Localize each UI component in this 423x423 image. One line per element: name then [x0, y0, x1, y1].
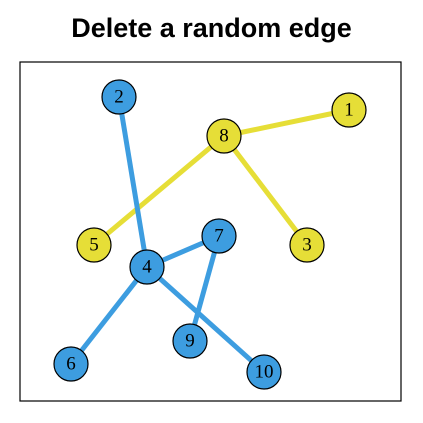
- node-label-7: 7: [214, 225, 224, 246]
- edge-7-9: [187, 235, 222, 342]
- node-label-1: 1: [344, 99, 354, 120]
- node-circle-3: [289, 227, 325, 263]
- edge-8-5: [92, 134, 226, 247]
- node-label-2: 2: [114, 86, 124, 107]
- node-1: 1: [331, 92, 367, 128]
- node-label-5: 5: [89, 234, 99, 255]
- diagram-title: Delete a random edge: [71, 13, 352, 43]
- node-circle-8: [206, 118, 242, 154]
- node-8: 8: [206, 118, 242, 154]
- node-6: 6: [53, 346, 89, 382]
- node-4: 4: [129, 249, 165, 285]
- edge-2-4: [116, 96, 150, 268]
- node-9: 9: [172, 323, 208, 359]
- node-10: 10: [246, 354, 282, 390]
- edge-8-1: [223, 107, 350, 139]
- node-label-10: 10: [255, 361, 274, 382]
- node-circle-2: [101, 79, 137, 115]
- nodes-layer: 1 2 3 4 5 6 7 8 9 10: [53, 79, 367, 390]
- node-7: 7: [201, 218, 237, 254]
- node-circle-6: [53, 346, 89, 382]
- edge-4-10: [145, 265, 266, 374]
- node-circle-1: [331, 92, 367, 128]
- node-label-4: 4: [142, 256, 152, 277]
- node-5: 5: [76, 227, 112, 263]
- edge-8-3: [222, 134, 309, 247]
- node-2: 2: [101, 79, 137, 115]
- node-label-8: 8: [219, 125, 229, 146]
- node-label-6: 6: [66, 353, 76, 374]
- edge-4-6: [69, 265, 149, 366]
- node-circle-7: [201, 218, 237, 254]
- node-3: 3: [289, 227, 325, 263]
- node-circle-9: [172, 323, 208, 359]
- node-label-3: 3: [302, 234, 312, 255]
- node-label-9: 9: [185, 330, 195, 351]
- plot-frame: [19, 61, 402, 402]
- node-circle-4: [129, 249, 165, 285]
- node-circle-5: [76, 227, 112, 263]
- node-circle-10: [246, 354, 282, 390]
